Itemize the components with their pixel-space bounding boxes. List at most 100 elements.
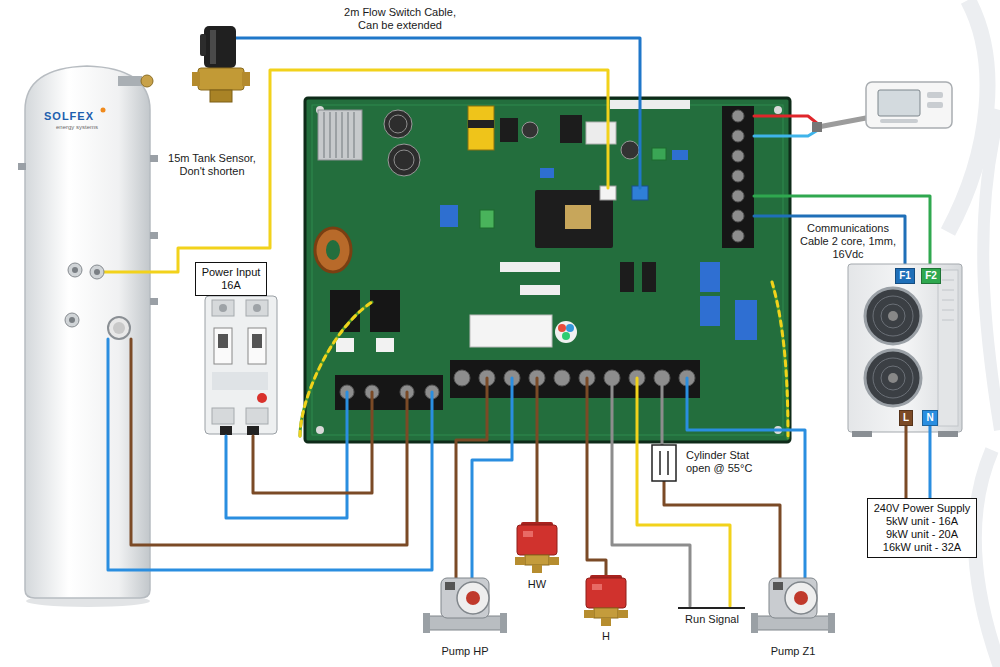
controller-illustration [880, 119, 918, 123]
valve-illustration [515, 557, 525, 565]
background-swoosh [983, 110, 1000, 430]
circuit-breaker [247, 426, 259, 435]
circuit-board [388, 144, 420, 176]
wiring [637, 378, 730, 606]
circuit-board [316, 426, 324, 434]
pump-illustration [785, 582, 817, 614]
outdoor-unit [938, 431, 958, 437]
circuit-board [376, 338, 394, 352]
circuit-board [468, 120, 494, 128]
wire-connector [928, 426, 931, 498]
valve-illustration [523, 531, 533, 537]
circuit-board [620, 262, 634, 292]
circuit-breaker [248, 328, 266, 364]
controller-illustration [812, 82, 952, 132]
wire-connector [904, 426, 907, 498]
valve-illustration [584, 575, 628, 626]
part-label: H [602, 630, 610, 643]
hot-water-cylinder [65, 313, 79, 327]
controller-illustration [866, 82, 952, 128]
circuit-board [389, 115, 407, 133]
circuit-board [384, 110, 412, 138]
pump-illustration [466, 591, 480, 605]
part-label: Pump Z1 [771, 645, 816, 658]
power-supply-box: 240V Power Supply5kW unit - 16A9kW unit … [867, 498, 978, 558]
hot-water-cylinder [18, 163, 26, 170]
pump-illustration [751, 578, 835, 633]
circuit-breaker [214, 328, 232, 364]
outdoor-unit [881, 366, 905, 390]
power-input-box: Power Input16A [195, 262, 268, 296]
immersion-heater [108, 317, 130, 339]
outdoor-unit [881, 304, 905, 328]
circuit-board [562, 332, 570, 340]
circuit-breaker [212, 300, 234, 316]
pump-illustration [751, 613, 758, 633]
circuit-board [732, 150, 744, 162]
valve-illustration [515, 522, 559, 573]
circuit-board [540, 168, 554, 178]
circuit-board [554, 370, 570, 386]
pump-illustration [794, 591, 808, 605]
wiring [104, 38, 930, 606]
circuit-board [324, 112, 354, 158]
circuit-board [468, 106, 494, 150]
circuit-board [560, 115, 582, 143]
circuit-board [312, 105, 783, 435]
valve-illustration [601, 618, 611, 626]
circuit-board [335, 375, 443, 410]
logo-text: SOLFEX [44, 110, 94, 123]
valve-illustration [592, 584, 602, 590]
signal-label: Run Signal [685, 613, 739, 626]
controller-illustration [878, 90, 920, 116]
wiring [253, 392, 372, 493]
pump-illustration [423, 613, 430, 633]
wiring [131, 339, 407, 545]
box-text: 240V Power Supply [874, 502, 971, 515]
box-text: L [903, 412, 909, 424]
outdoor-unit [848, 264, 962, 437]
pump-illustration [773, 582, 783, 590]
circuit-board [732, 210, 744, 222]
tank-sensor-port [90, 265, 104, 279]
outdoor-unit [865, 288, 921, 344]
flow-switch-illustration [210, 90, 232, 102]
circuit-board [642, 262, 656, 292]
wiring [772, 282, 788, 438]
part-label: HW [528, 578, 546, 591]
circuit-breaker [218, 334, 228, 348]
circuit-board [318, 110, 362, 160]
terminal-tag: L [899, 410, 913, 426]
outdoor-unit [852, 431, 872, 437]
circuit-breaker [219, 304, 227, 312]
wiring [661, 378, 664, 445]
pump-illustration [769, 578, 817, 618]
wiring [664, 481, 780, 578]
box-text: 16kW unit - 32A [874, 541, 971, 554]
callout-label: Cylinder Stat open @ 55°C [686, 449, 764, 475]
wiring [754, 130, 818, 136]
circuit-board [732, 230, 744, 242]
outdoor-unit [848, 264, 962, 432]
circuit-breaker [246, 300, 268, 316]
circuit-board [315, 228, 351, 272]
circuit-board [700, 296, 720, 326]
circuit-board [500, 262, 560, 272]
valve-illustration [618, 610, 628, 618]
thermostat-symbol [667, 451, 669, 475]
circuit-board [305, 98, 790, 442]
circuit-board [566, 324, 574, 332]
wiring [818, 118, 866, 127]
circuit-board [610, 100, 690, 109]
box-text: 5kW unit - 16A [874, 515, 971, 528]
circuit-board [565, 205, 591, 229]
box-text: 9kW unit - 20A [874, 528, 971, 541]
wiring [104, 70, 608, 272]
box-text: F1 [899, 270, 911, 282]
flow-switch-illustration [192, 26, 250, 102]
valve-illustration [525, 555, 549, 565]
outdoor-unit [873, 296, 913, 336]
thermostat-symbol [659, 451, 661, 475]
